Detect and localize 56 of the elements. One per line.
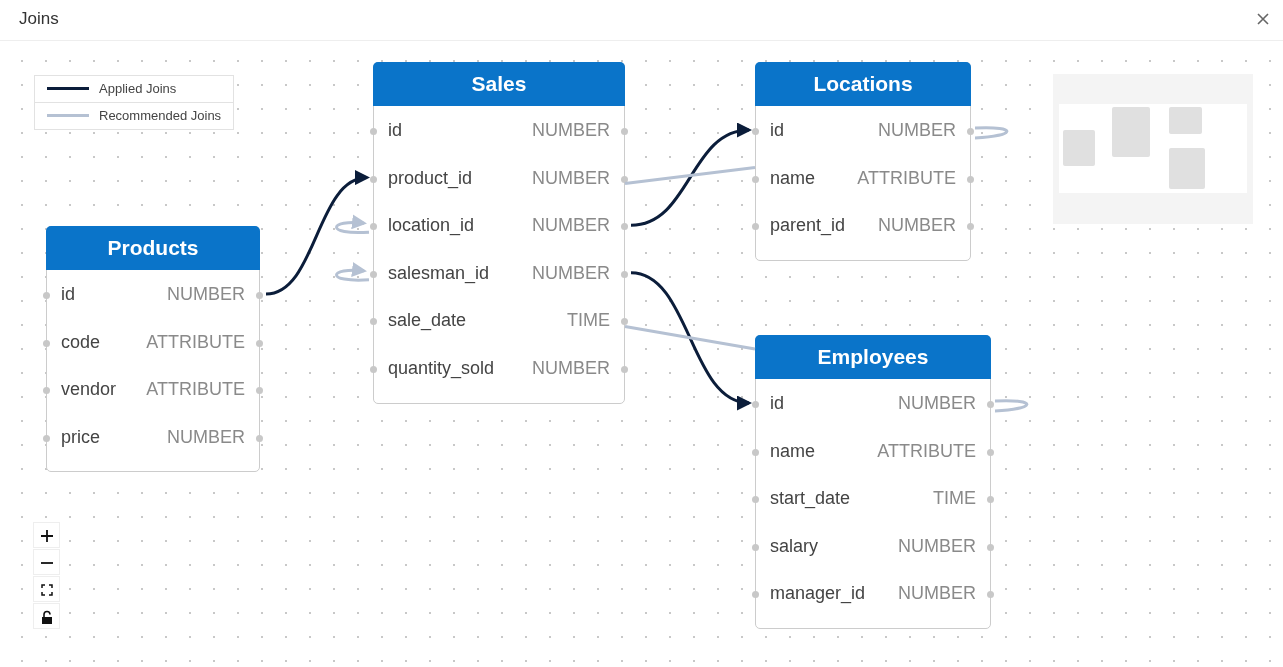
field-name: salary	[770, 535, 818, 557]
arrow	[335, 262, 370, 282]
field-type: ATTRIBUTE	[877, 440, 976, 462]
field-type: NUMBER	[167, 284, 245, 305]
table-card	[755, 62, 971, 261]
field-type: NUMBER	[532, 120, 610, 141]
connector-line	[624, 166, 756, 186]
field-name: id	[61, 284, 75, 305]
field-name: name	[770, 167, 816, 189]
field-name: parent_id	[770, 215, 846, 237]
field-type: NUMBER	[532, 167, 610, 189]
field-type: NUMBER	[878, 120, 956, 141]
field-type: ATTRIBUTE	[857, 167, 956, 189]
field-type: ATTRIBUTE	[146, 379, 245, 401]
connector-line	[994, 399, 1028, 413]
field-name: id	[770, 120, 784, 141]
field-type: NUMBER	[898, 393, 976, 414]
arrow	[265, 172, 370, 296]
field-type: TIME	[933, 488, 976, 510]
field-name: start_date	[770, 488, 851, 510]
table-title: Locations	[755, 62, 971, 106]
field-type: NUMBER	[532, 358, 610, 379]
legend-label: Applied Joins	[99, 81, 177, 96]
arrow	[630, 271, 752, 409]
field-name: quantity_sold	[388, 358, 495, 379]
field-type: NUMBER	[898, 583, 976, 605]
field-name: location_id	[388, 215, 475, 237]
field-name: name	[770, 440, 816, 462]
field-name: vendor	[61, 379, 117, 401]
legend-label: Recommended Joins	[99, 108, 222, 123]
field-name: sale_date	[388, 310, 467, 332]
table-title: Employees	[755, 335, 991, 379]
connector-line	[974, 126, 1008, 140]
connector-line	[624, 324, 756, 351]
field-type: NUMBER	[532, 262, 610, 284]
field-type: NUMBER	[532, 215, 610, 237]
arrow	[335, 214, 370, 235]
field-name: price	[61, 426, 100, 448]
field-type: NUMBER	[898, 535, 976, 557]
field-type: ATTRIBUTE	[146, 331, 245, 353]
table-card	[46, 226, 260, 473]
field-name: id	[770, 393, 784, 414]
field-name: id	[388, 120, 402, 141]
table-title: Products	[46, 226, 260, 270]
field-name: salesman_id	[388, 262, 490, 284]
field-name: manager_id	[770, 583, 866, 605]
field-type: NUMBER	[878, 215, 956, 237]
field-name: code	[61, 331, 101, 353]
table-title: Sales	[373, 62, 625, 106]
table-card	[755, 335, 991, 629]
dialog-title: Joins	[19, 9, 59, 29]
field-type: TIME	[567, 310, 610, 332]
table-card	[373, 62, 625, 404]
field-type: NUMBER	[167, 426, 245, 448]
arrow	[630, 124, 752, 227]
field-name: product_id	[388, 167, 473, 189]
